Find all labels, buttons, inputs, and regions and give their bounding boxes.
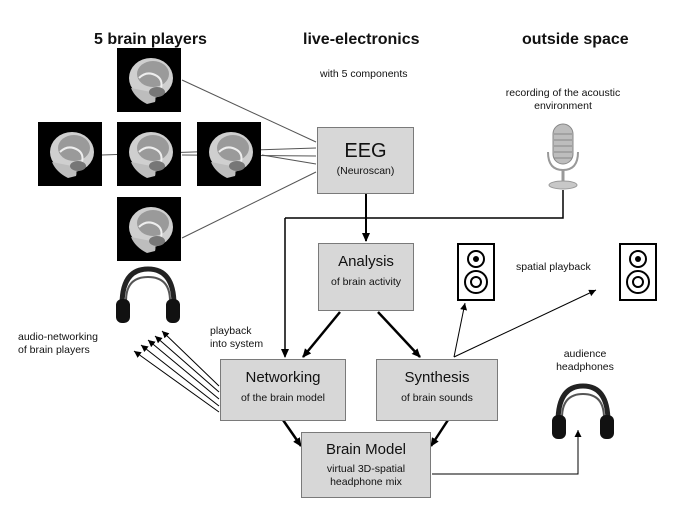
mri-scan-icon bbox=[197, 122, 261, 186]
headphones-icon bbox=[116, 266, 180, 323]
audio-networking-line1: audio-networking bbox=[18, 331, 98, 343]
synthesis-box: Synthesis of brain sounds bbox=[376, 359, 498, 421]
mri-scan-icon bbox=[38, 122, 102, 186]
components-note: with 5 components bbox=[320, 68, 408, 80]
microphone-icon bbox=[547, 123, 579, 190]
headphones-icon bbox=[552, 383, 614, 439]
mri-scan-icon bbox=[117, 197, 181, 261]
audience-line1: audience bbox=[563, 348, 607, 360]
playback-line1: playback bbox=[210, 325, 252, 337]
audience-note: audience headphones bbox=[540, 348, 630, 374]
audio-networking-note: audio-networking of brain players bbox=[18, 331, 98, 357]
spatial-playback-note: spatial playback bbox=[516, 261, 591, 273]
playback-line2: into system bbox=[210, 338, 264, 350]
analysis-subtitle: of brain activity bbox=[330, 276, 402, 288]
recording-note: recording of the acoustic environment bbox=[498, 87, 628, 113]
speaker-icon bbox=[457, 243, 495, 301]
header-outside-space: outside space bbox=[522, 31, 629, 48]
brain-model-subtitle: virtual 3D-spatial headphone mix bbox=[302, 463, 430, 489]
brain-model-subtitle-line1: virtual 3D-spatial bbox=[326, 463, 406, 475]
synthesis-subtitle: of brain sounds bbox=[401, 392, 473, 404]
mri-scan-icon bbox=[117, 48, 181, 112]
eeg-subtitle: (Neuroscan) bbox=[336, 165, 395, 177]
eeg-box: EEG (Neuroscan) bbox=[317, 127, 414, 194]
brain-model-title: Brain Model bbox=[325, 441, 407, 458]
playback-note: playback into system bbox=[210, 325, 263, 351]
networking-box: Networking of the brain model bbox=[220, 359, 346, 421]
header-brain-players: 5 brain players bbox=[94, 31, 207, 48]
brain-model-box: Brain Model virtual 3D-spatial headphone… bbox=[301, 432, 431, 498]
networking-title: Networking bbox=[245, 369, 321, 386]
synthesis-title: Synthesis bbox=[404, 369, 470, 386]
recording-note-line2: environment bbox=[534, 100, 592, 112]
mri-scan-icon bbox=[117, 122, 181, 186]
analysis-title: Analysis bbox=[338, 253, 394, 270]
header-live-electronics: live-electronics bbox=[303, 31, 420, 48]
recording-note-line1: recording of the acoustic bbox=[505, 87, 621, 99]
audio-networking-line2: of brain players bbox=[18, 344, 90, 356]
brain-model-subtitle-line2: headphone mix bbox=[330, 476, 402, 488]
analysis-box: Analysis of brain activity bbox=[318, 243, 414, 311]
networking-subtitle: of the brain model bbox=[240, 392, 326, 404]
eeg-title: EEG bbox=[344, 140, 387, 162]
audience-line2: headphones bbox=[556, 361, 614, 373]
speaker-icon bbox=[619, 243, 657, 301]
